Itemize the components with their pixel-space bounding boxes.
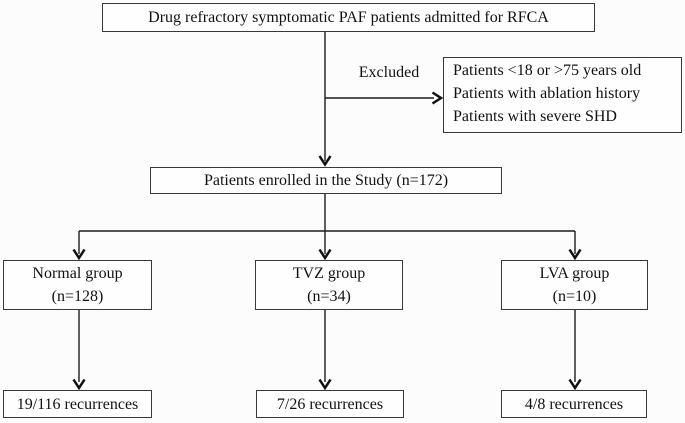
exclusion-criterion: Patients with ablation history (453, 85, 641, 102)
group-count: (n=34) (307, 288, 351, 305)
box-tvz-group: TVZ group (n=34) (255, 260, 403, 310)
box-exclusion-criteria: Patients <18 or >75 years old Patients w… (443, 57, 682, 133)
excluded-label: Excluded (358, 64, 420, 81)
box-lva-recurrences: 4/8 recurrences (501, 390, 647, 418)
exclusion-criterion: Patients <18 or >75 years old (453, 62, 642, 79)
group-count: (n=128) (51, 288, 104, 305)
recurrence-text: 19/116 recurrences (16, 395, 139, 413)
group-name: LVA group (539, 265, 610, 282)
group-name: TVZ group (292, 265, 366, 282)
box-admitted-patients: Drug refractory symptomatic PAF patients… (102, 3, 595, 32)
box-lva-group: LVA group (n=10) (501, 260, 648, 310)
admitted-patients-text: Drug refractory symptomatic PAF patients… (148, 9, 549, 26)
box-normal-recurrences: 19/116 recurrences (3, 390, 152, 418)
box-tvz-recurrences: 7/26 recurrences (256, 390, 404, 418)
exclusion-criterion: Patients with severe SHD (453, 108, 617, 125)
enrolled-text: Patients enrolled in the Study (n=172) (203, 172, 449, 189)
recurrence-text: 7/26 recurrences (276, 395, 384, 413)
group-count: (n=10) (552, 288, 597, 305)
box-normal-group: Normal group (n=128) (3, 260, 152, 310)
box-enrolled: Patients enrolled in the Study (n=172) (150, 167, 502, 194)
group-name: Normal group (32, 265, 123, 282)
recurrence-text: 4/8 recurrences (524, 395, 624, 413)
